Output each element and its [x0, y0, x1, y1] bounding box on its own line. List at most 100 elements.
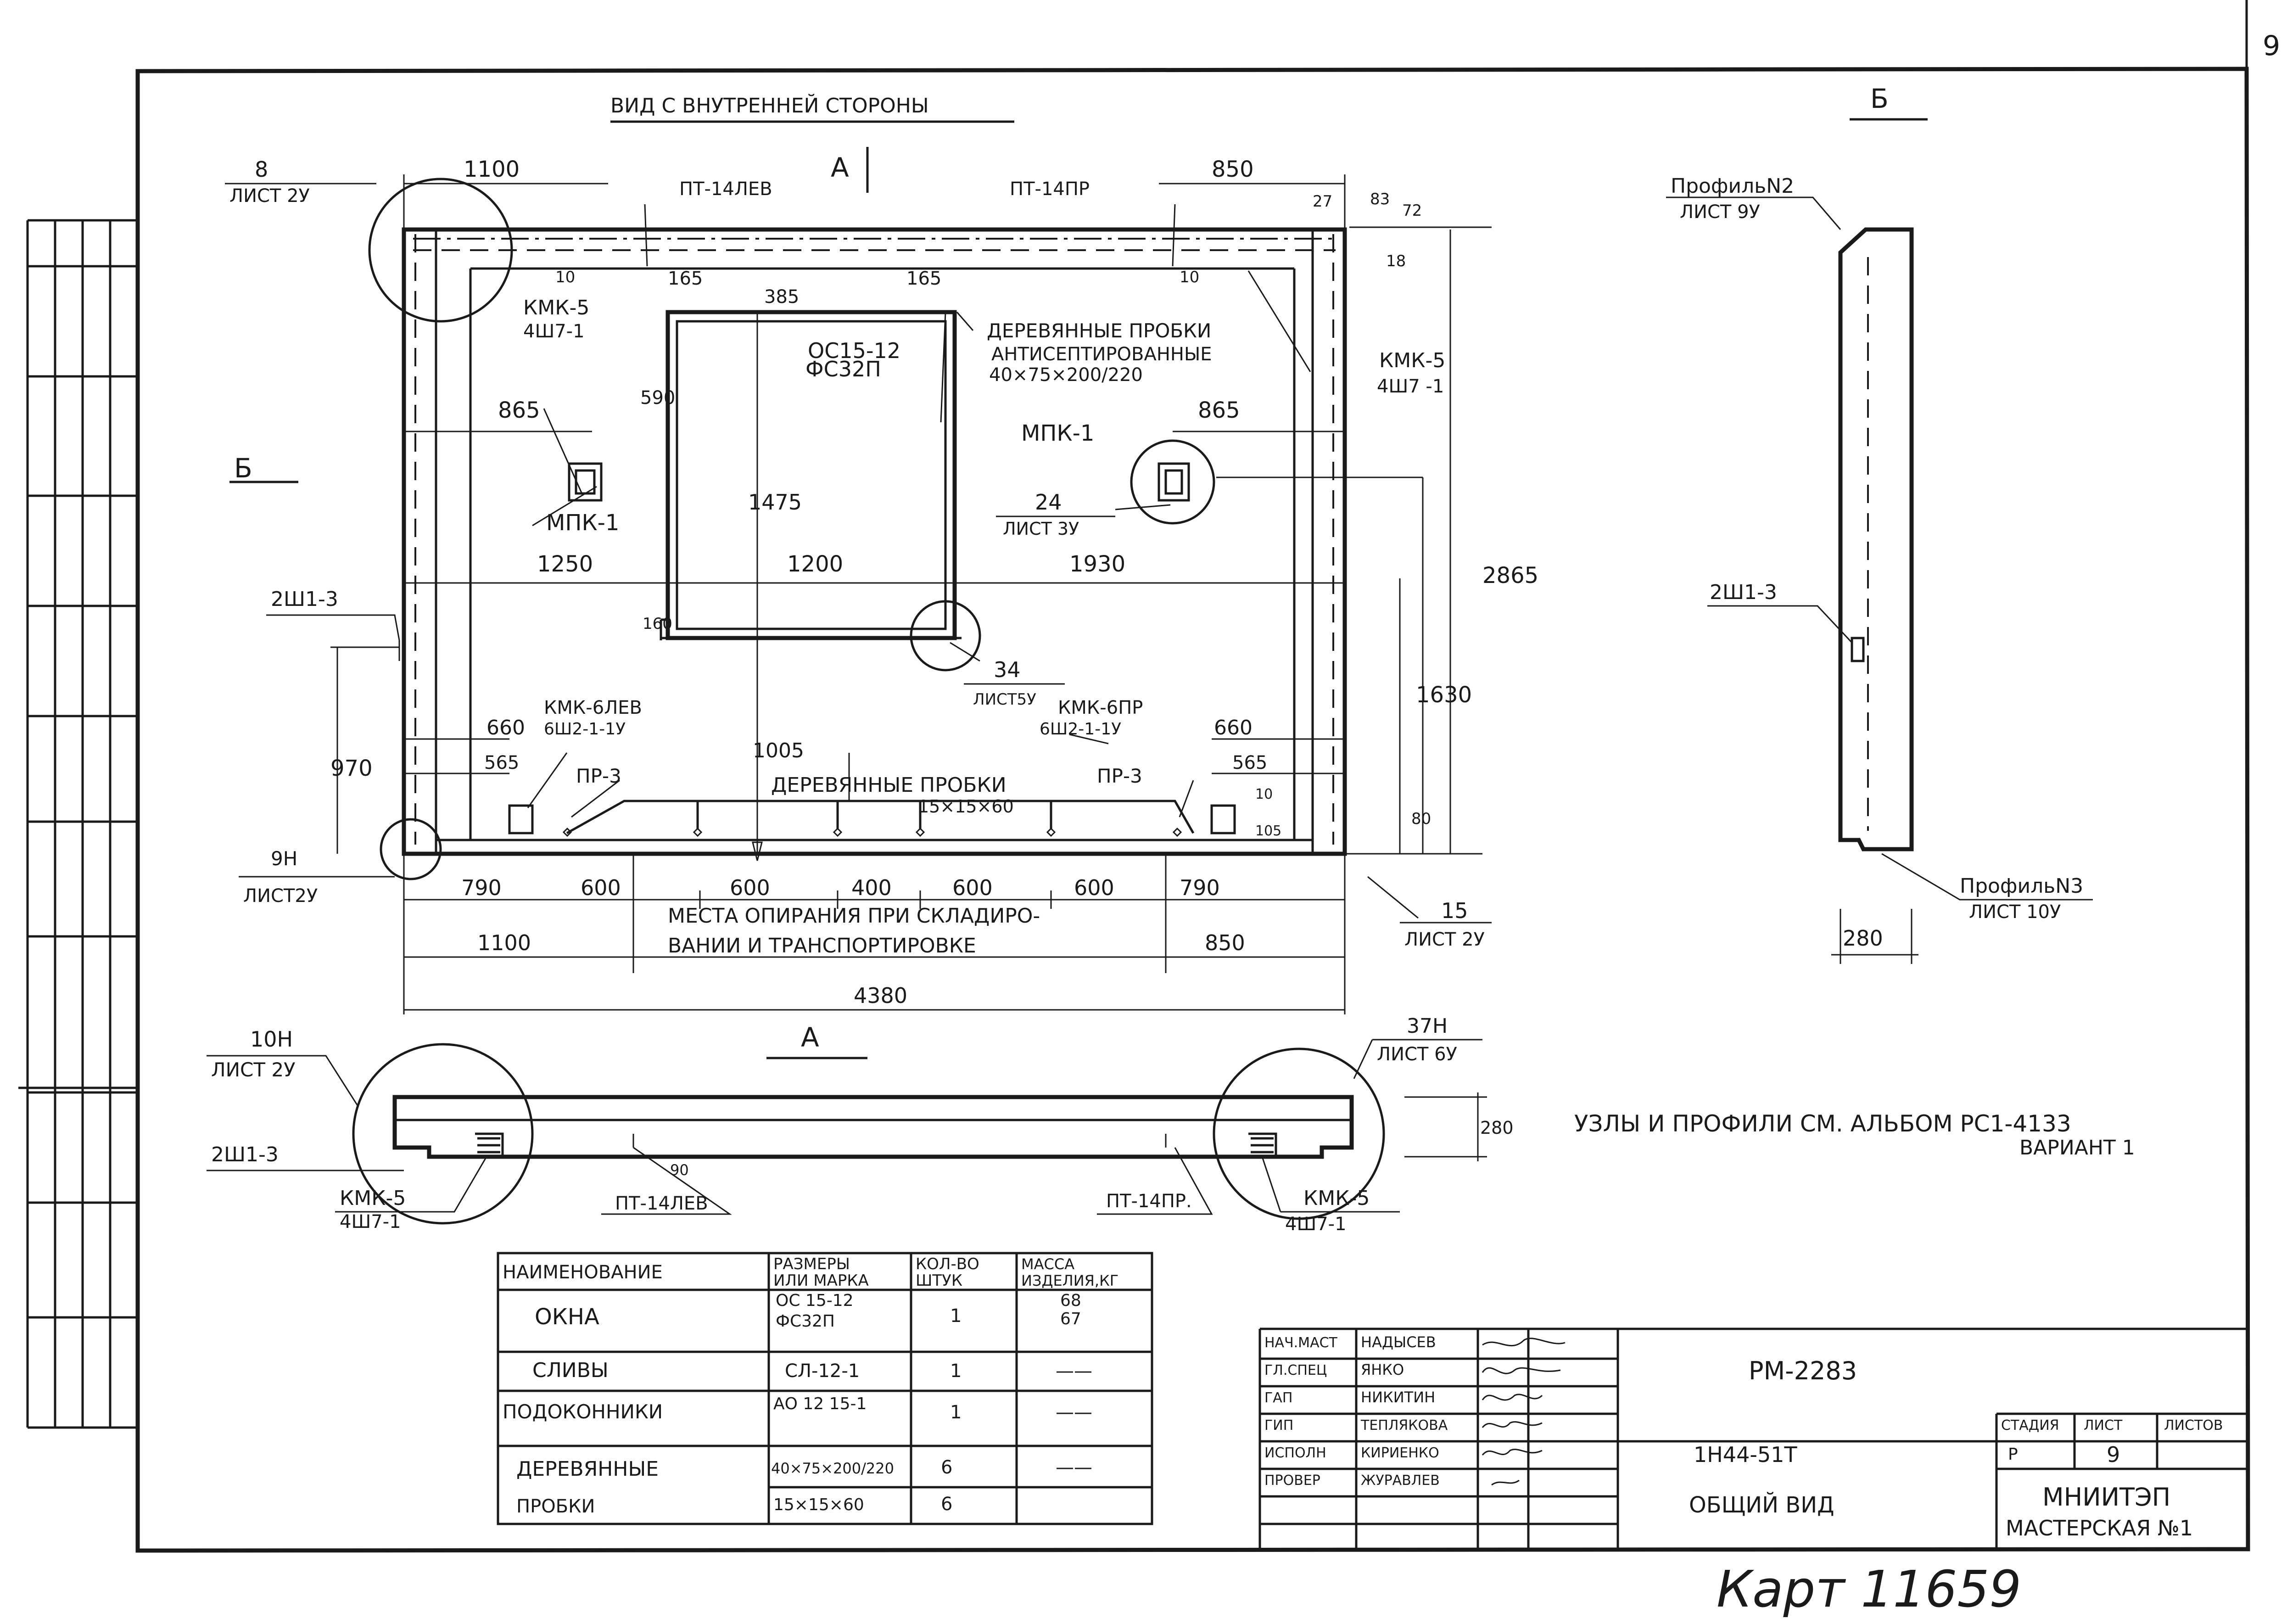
label-mpk1-left: МПК-1: [546, 510, 619, 536]
dim-83: 83: [1370, 190, 1390, 208]
ref-9n-sheet: ЛИСТ2У: [243, 885, 318, 907]
tb-workshop: МАСТЕРСКАЯ №1: [2006, 1516, 2193, 1540]
plan-view-a: А 280 90 10Н ЛИСТ 2У 37Н ЛИСТ 6У 2Ш1-3 К…: [207, 1014, 1514, 1235]
notes: УЗЛЫ И ПРОФИЛИ СМ. АЛЬБОМ РС1-4133 ВАРИА…: [1574, 1110, 2135, 1159]
tb-role: ИСПОЛН: [1264, 1445, 1326, 1461]
label-kmk5-left-sub: 4Ш7-1: [523, 321, 585, 342]
label-wood-plugs: ДЕРЕВЯННЫЕ ПРОБКИ: [987, 319, 1211, 342]
dim-27: 27: [1313, 192, 1332, 211]
tb-name: НАДЫСЕВ: [1361, 1333, 1436, 1351]
view-title-a: А: [801, 1022, 819, 1053]
section-b-marker: Б: [234, 453, 252, 484]
tb-role: ПРОВЕР: [1264, 1473, 1320, 1489]
binding-strip: [18, 219, 139, 1429]
ref-10n: 10Н: [250, 1027, 293, 1052]
dim-600-b: 600: [730, 875, 770, 900]
label-support-2: ВАНИИ И ТРАНСПОРТИРОВКЕ: [668, 934, 976, 958]
dim-4380: 4380: [854, 983, 907, 1008]
side-view-b: Б 280 ПрофильN2 ЛИСТ 9У ПрофильN3 ЛИСТ 1…: [1666, 83, 2093, 964]
dim-1100-top: 1100: [464, 157, 520, 182]
spec-row-qty: 1: [950, 1402, 962, 1423]
tb-sheet-title: ОБЩИЙ ВИД: [1689, 1492, 1834, 1518]
ref-9n: 9Н: [271, 847, 297, 870]
label-support-1: МЕСТА ОПИРАНИЯ ПРИ СКЛАДИРО-: [668, 904, 1040, 928]
dim-1250: 1250: [537, 551, 593, 577]
dim-850-top: 850: [1212, 157, 1254, 182]
spec-row-mass: 68: [1060, 1291, 1081, 1310]
label-2sh1-3-plan: 2Ш1-3: [211, 1143, 279, 1166]
tb-sheet-header: ЛИСТ: [2084, 1417, 2123, 1434]
tb-sheet: 9: [2107, 1442, 2120, 1467]
tb-role: ГАП: [1264, 1390, 1292, 1406]
dim-385: 385: [764, 286, 799, 308]
ref-34-sheet: ЛИСТ5У: [973, 690, 1036, 709]
dim-105: 105: [1255, 823, 1281, 839]
ref-24-sheet: ЛИСТ 3У: [1003, 519, 1079, 539]
dim-10-bottom: 10: [1255, 786, 1273, 802]
dim-280-side: 280: [1843, 926, 1883, 951]
tb-name: КИРИЕНКО: [1361, 1445, 1439, 1461]
spec-row-mark: ОС 15-12: [776, 1291, 854, 1310]
spec-row-qty: 6: [941, 1494, 952, 1515]
label-pt14pr-plan: ПТ-14ПР.: [1106, 1191, 1192, 1212]
ref-8-sheet: ЛИСТ 2У: [229, 185, 310, 207]
window-mark-fc: ФС32П: [805, 357, 881, 381]
label-profile3-sheet: ЛИСТ 10У: [1969, 902, 2061, 923]
dim-90: 90: [670, 1161, 689, 1179]
spec-row-mark2: ФС32П: [776, 1312, 835, 1331]
spec-row-mass: ——: [1056, 1457, 1092, 1478]
tb-role: ГИП: [1264, 1417, 1293, 1434]
dim-790-right: 790: [1180, 875, 1220, 900]
spec-header-qty-2: ШТУК: [916, 1271, 962, 1290]
dim-1005: 1005: [753, 739, 804, 762]
title-block: НАЧ.МАСТ ГЛ.СПЕЦ ГАП ГИП ИСПОЛН ПРОВЕР Н…: [1258, 1327, 2248, 1551]
ref-15-sheet: ЛИСТ 2У: [1404, 929, 1485, 950]
label-kmk5-left: КМК-5: [523, 296, 589, 319]
label-kmk5-plan-left-sub: 4Ш7-1: [340, 1211, 401, 1232]
dim-590: 590: [640, 387, 675, 409]
ref-34: 34: [994, 657, 1021, 682]
spec-row-mark: СЛ-12-1: [785, 1361, 860, 1382]
page-number: 9: [2263, 30, 2280, 62]
note-variant: ВАРИАНТ 1: [2019, 1136, 2135, 1159]
label-wood-plugs-bottom: ДЕРЕВЯННЫЕ ПРОБКИ: [771, 773, 1007, 797]
ref-15: 15: [1441, 898, 1468, 923]
signature: [1482, 1338, 1566, 1346]
dim-600-c: 600: [952, 875, 993, 900]
spec-row-mark: АО 12 15-1: [773, 1394, 867, 1413]
tb-org: МНИИТЭП: [2042, 1483, 2170, 1512]
spec-header-name: НАИМЕНОВАНИЕ: [503, 1262, 663, 1283]
label-pt14pr: ПТ-14ПР: [1010, 179, 1090, 200]
label-profile3: ПрофильN3: [1960, 874, 2083, 898]
spec-row-mark: 40×75×200/220: [771, 1460, 894, 1477]
dim-400: 400: [851, 875, 892, 900]
label-kmk5-plan-left: КМК-5: [340, 1187, 406, 1210]
dim-790-left: 790: [461, 875, 502, 900]
tb-stage: Р: [2008, 1445, 2018, 1464]
label-kmk6pr-sub: 6Ш2-1-1У: [1040, 720, 1121, 739]
tb-name: ТЕПЛЯКОВА: [1360, 1417, 1448, 1434]
spec-row-qty: 1: [950, 1305, 962, 1327]
note-nodes: УЗЛЫ И ПРОФИЛИ СМ. АЛЬБОМ РС1-4133: [1574, 1110, 2071, 1137]
ref-8: 8: [255, 157, 268, 182]
label-profile2-sheet: ЛИСТ 9У: [1680, 202, 1760, 223]
tb-name: НИКИТИН: [1361, 1389, 1435, 1406]
window-mark-oc: ОС15-12: [808, 338, 900, 363]
ref-37n: 37Н: [1407, 1014, 1448, 1038]
dim-160: 160: [643, 615, 672, 633]
dim-10-left: 10: [555, 268, 575, 286]
label-kmk6lev: КМК-6ЛЕВ: [544, 697, 642, 718]
label-kmk5-plan-right-sub: 4Ш7-1: [1285, 1214, 1347, 1235]
label-pt14lev-plan: ПТ-14ЛЕВ: [615, 1193, 708, 1214]
dim-165-left: 165: [668, 268, 703, 289]
label-kmk6lev-sub: 6Ш2-1-1У: [544, 720, 626, 739]
ref-37n-sheet: ЛИСТ 6У: [1377, 1044, 1457, 1065]
spec-header-mark-2: ИЛИ МАРКА: [773, 1271, 869, 1290]
spec-row-name: ДЕРЕВЯННЫЕ: [516, 1457, 659, 1481]
dim-600-a: 600: [581, 875, 621, 900]
label-antiseptic: АНТИСЕПТИРОВАННЫЕ: [991, 344, 1212, 365]
dim-1200: 1200: [787, 551, 843, 577]
